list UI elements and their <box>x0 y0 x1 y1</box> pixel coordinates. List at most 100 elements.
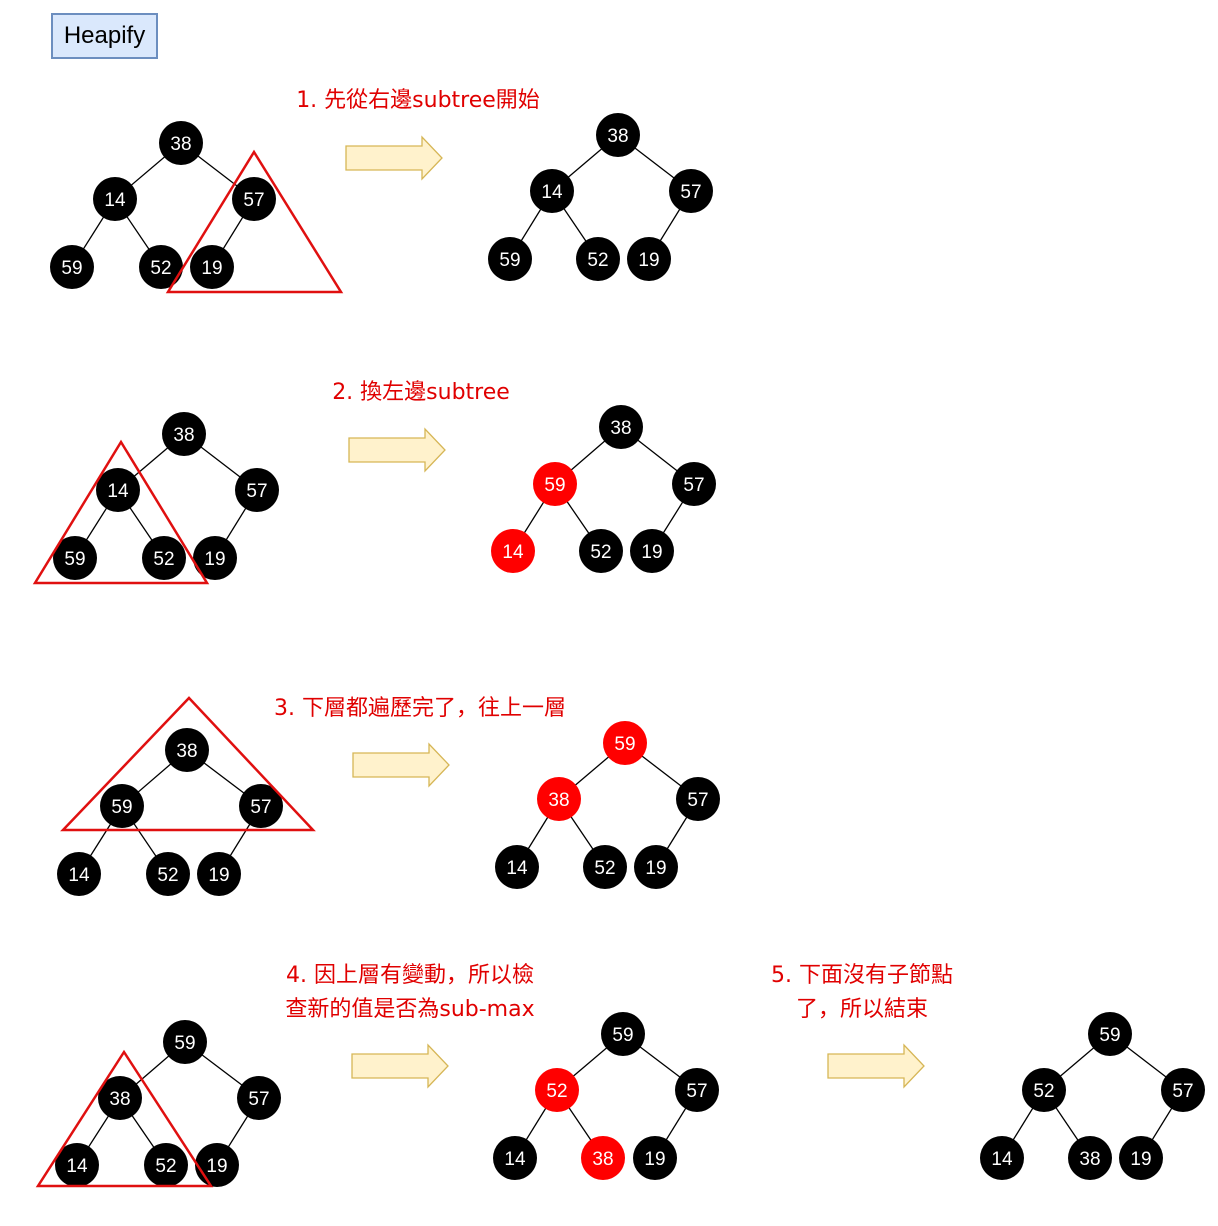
node-circle <box>675 1068 719 1112</box>
node-label: 57 <box>686 1081 707 1102</box>
caption-line: 2. 換左邊subtree <box>332 380 510 405</box>
node-circle <box>493 1136 537 1180</box>
node-circle <box>596 113 640 157</box>
node-circle <box>139 245 183 289</box>
node-label: 38 <box>610 418 631 439</box>
node-circle <box>55 1143 99 1187</box>
node-label: 38 <box>548 790 569 811</box>
node-label: 38 <box>1079 1149 1100 1170</box>
subtree-triangle <box>60 696 316 832</box>
tree-node: 14 <box>980 1136 1024 1180</box>
node-circle <box>627 237 671 281</box>
node-circle <box>537 777 581 821</box>
node-label: 52 <box>546 1081 567 1102</box>
node-circle <box>195 1143 239 1187</box>
node-circle <box>603 721 647 765</box>
node-label: 59 <box>544 475 565 496</box>
node-circle <box>599 405 643 449</box>
node-circle <box>980 1136 1024 1180</box>
tree-node: 52 <box>1022 1068 1066 1112</box>
tree-node: 57 <box>1161 1068 1205 1112</box>
caption-line: 4. 因上層有變動，所以檢 <box>286 963 534 988</box>
node-circle <box>583 845 627 889</box>
tree-node: 14 <box>530 169 574 213</box>
tree-node: 14 <box>493 1136 537 1180</box>
node-label: 19 <box>641 542 662 563</box>
tree-node: 57 <box>232 177 276 221</box>
node-circle <box>159 121 203 165</box>
node-circle <box>1161 1068 1205 1112</box>
node-label: 38 <box>176 741 197 762</box>
tree-node: 57 <box>237 1076 281 1120</box>
node-label: 38 <box>173 425 194 446</box>
node-label: 19 <box>645 858 666 879</box>
node-circle <box>579 529 623 573</box>
final-caption: 5. 下面沒有子節點了，所以結束 <box>771 963 953 1022</box>
node-circle <box>96 468 140 512</box>
subtree-triangle <box>32 439 210 585</box>
tree-node: 52 <box>144 1143 188 1187</box>
tree-node: 59 <box>601 1012 645 1056</box>
tree-node: 57 <box>676 777 720 821</box>
node-label: 52 <box>594 858 615 879</box>
step-caption: 4. 因上層有變動，所以檢查新的值是否為sub-max <box>285 963 534 1022</box>
step-caption: 3. 下層都遍歷完了，往上一層 <box>274 696 566 721</box>
node-circle <box>488 237 532 281</box>
tree-node: 57 <box>235 468 279 512</box>
node-label: 57 <box>1172 1081 1193 1102</box>
node-circle <box>634 845 678 889</box>
node-circle <box>239 784 283 828</box>
node-circle <box>495 845 539 889</box>
node-label: 57 <box>246 481 267 502</box>
node-circle <box>93 177 137 221</box>
caption-line: 1. 先從右邊subtree開始 <box>296 88 540 113</box>
tree-node: 19 <box>197 852 241 896</box>
node-label: 19 <box>1130 1149 1151 1170</box>
node-circle <box>165 728 209 772</box>
node-label: 14 <box>991 1149 1013 1170</box>
node-circle <box>237 1076 281 1120</box>
node-label: 14 <box>104 190 126 211</box>
node-circle <box>162 412 206 456</box>
node-label: 19 <box>638 250 659 271</box>
tree-node: 59 <box>53 536 97 580</box>
tree-node: 52 <box>583 845 627 889</box>
node-circle <box>57 852 101 896</box>
tree-node: 59 <box>1088 1012 1132 1056</box>
node-circle <box>669 169 713 213</box>
node-circle <box>190 245 234 289</box>
node-label: 14 <box>504 1149 526 1170</box>
node-circle <box>193 536 237 580</box>
tree-node: 59 <box>603 721 647 765</box>
tree-node: 19 <box>627 237 671 281</box>
tree-node: 52 <box>535 1068 579 1112</box>
tree-node: 14 <box>96 468 140 512</box>
tree-node: 38 <box>159 121 203 165</box>
node-label: 52 <box>1033 1081 1054 1102</box>
subtree-triangle <box>165 149 344 294</box>
node-label: 57 <box>250 797 271 818</box>
tree-node: 19 <box>193 536 237 580</box>
node-circle <box>1119 1136 1163 1180</box>
tree-node: 19 <box>630 529 674 573</box>
node-label: 14 <box>66 1156 88 1177</box>
node-label: 19 <box>201 258 222 279</box>
node-label: 52 <box>590 542 611 563</box>
node-label: 38 <box>607 126 628 147</box>
node-label: 14 <box>541 182 563 203</box>
node-label: 38 <box>109 1089 130 1110</box>
node-label: 52 <box>155 1156 176 1177</box>
node-label: 52 <box>150 258 171 279</box>
node-label: 19 <box>208 865 229 886</box>
node-circle <box>676 777 720 821</box>
node-label: 38 <box>592 1149 613 1170</box>
step-caption: 1. 先從右邊subtree開始 <box>296 88 540 113</box>
caption-line: 了，所以結束 <box>796 997 928 1022</box>
tree-node: 38 <box>1068 1136 1112 1180</box>
